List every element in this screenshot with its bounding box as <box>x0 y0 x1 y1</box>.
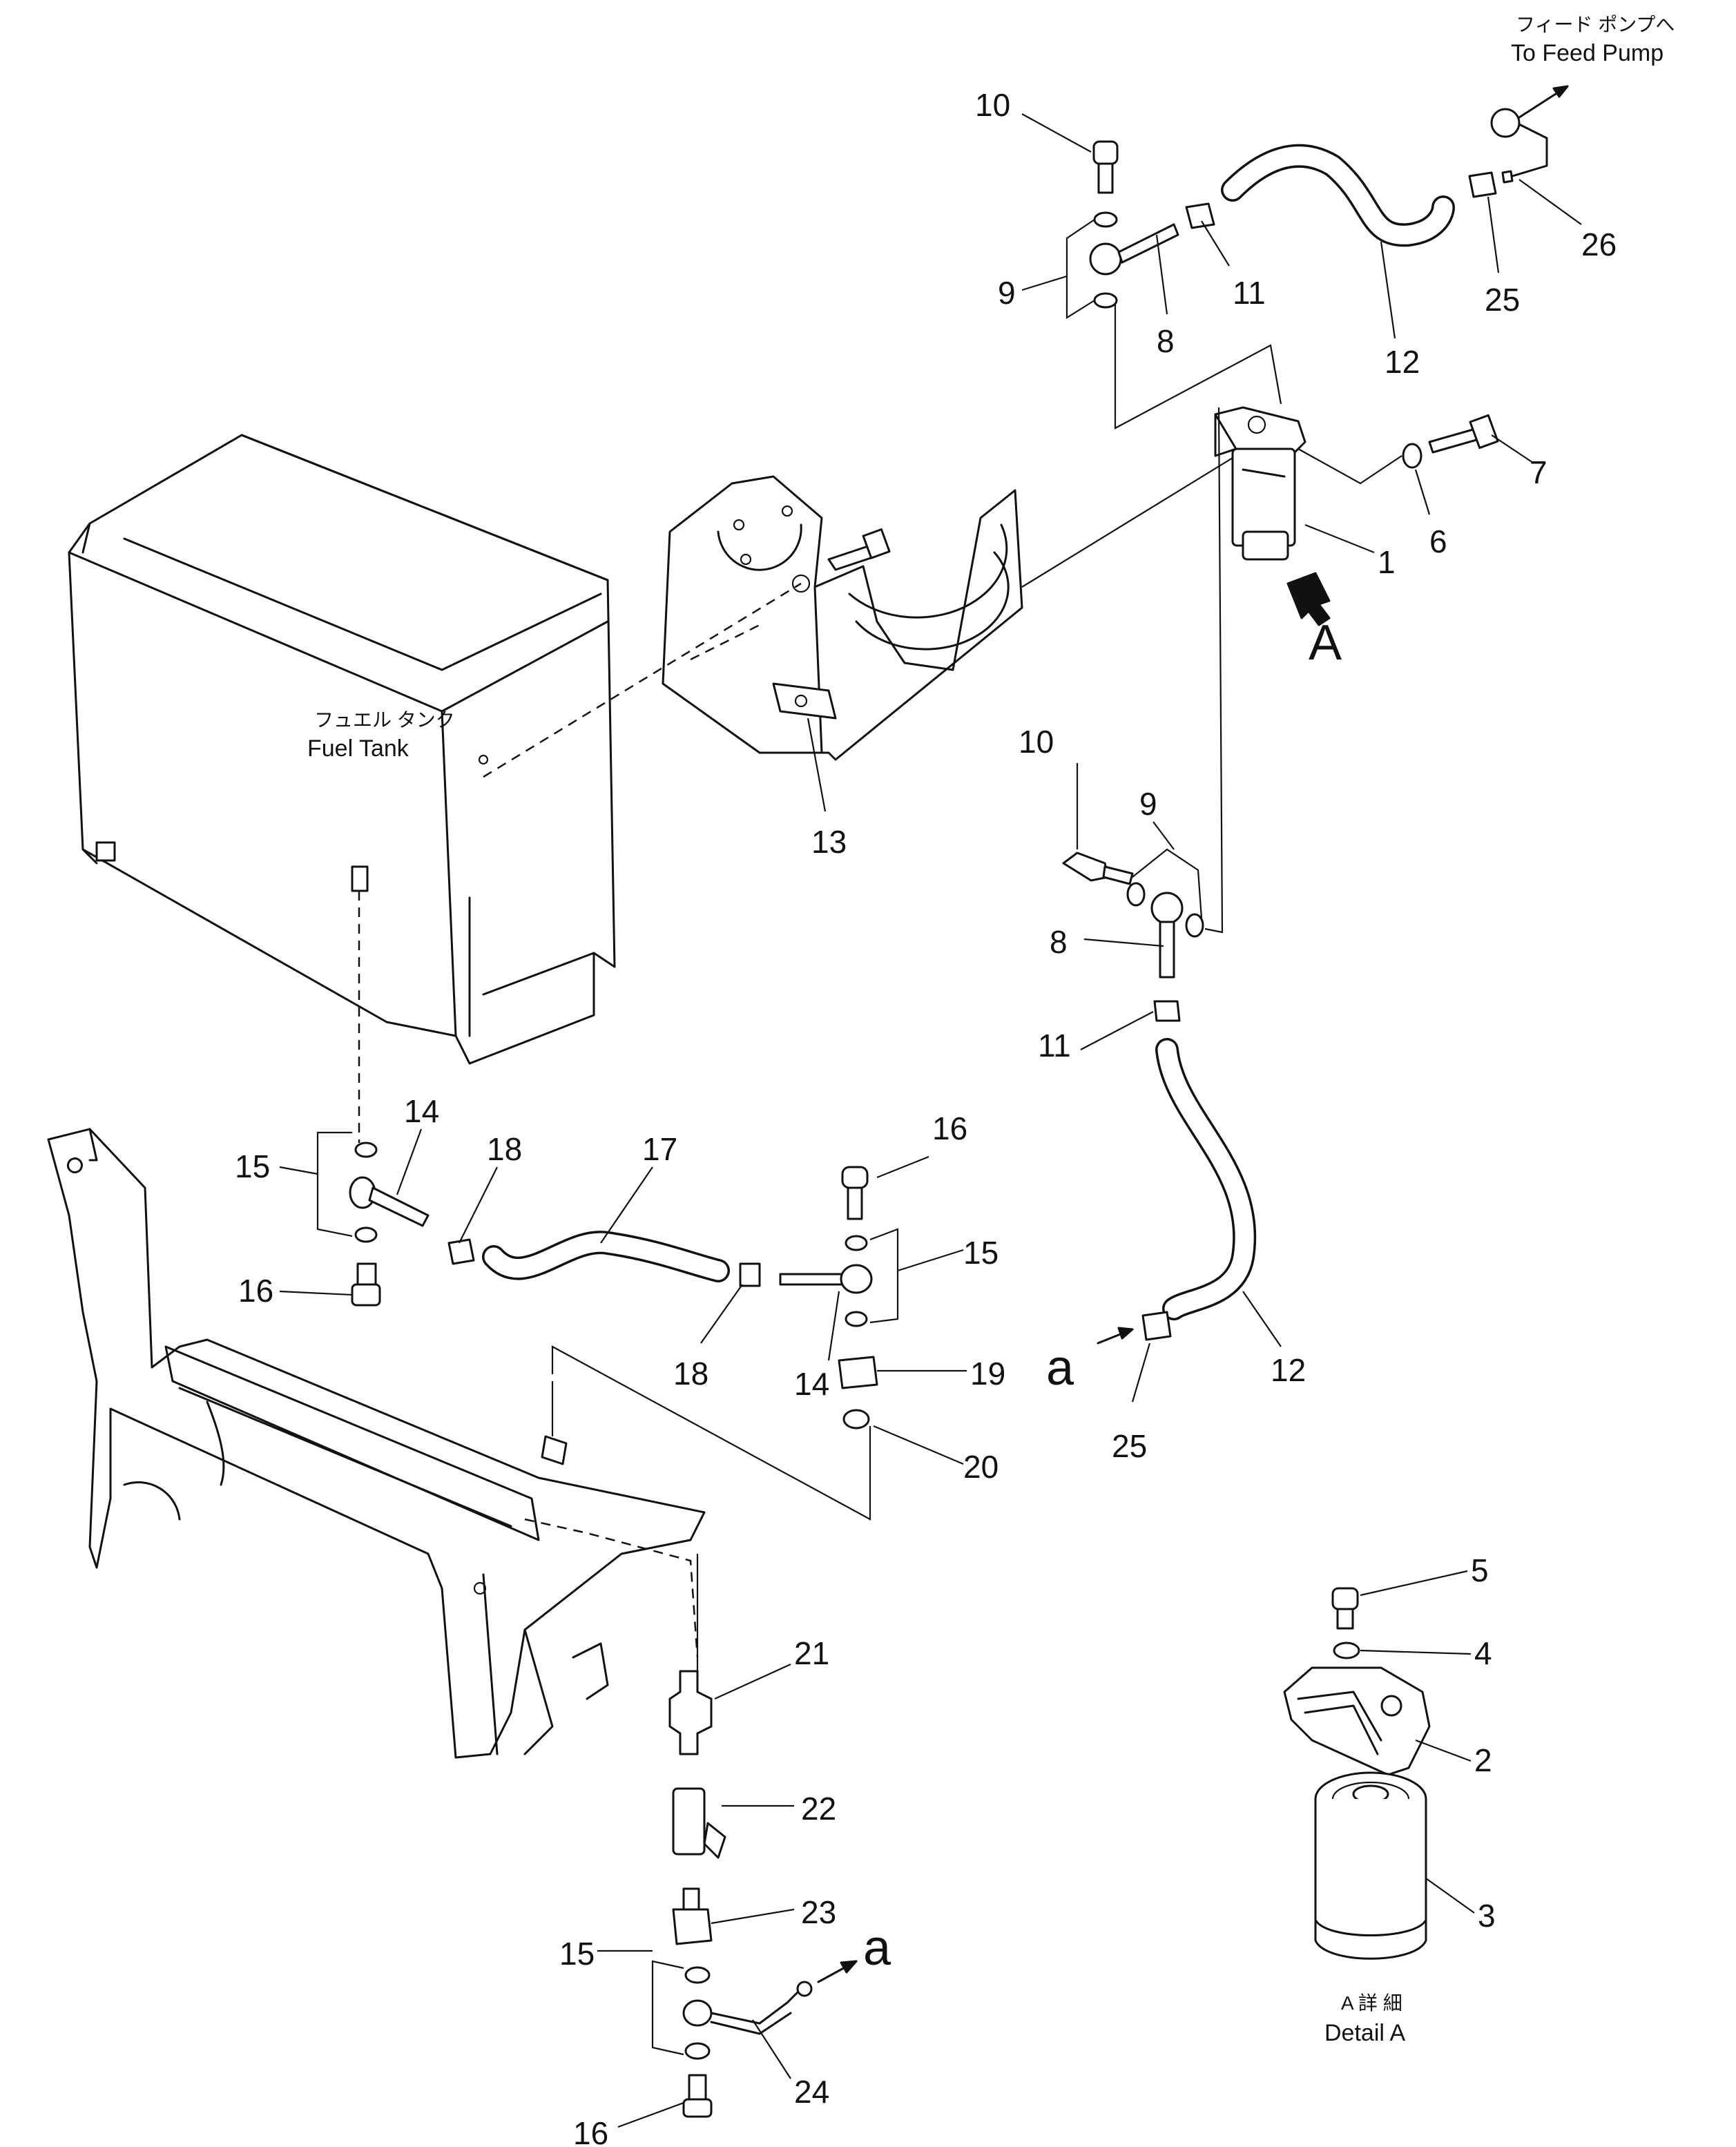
connection-a-left: a <box>1046 1340 1074 1396</box>
view-arrow-label: A <box>1309 615 1342 671</box>
line-bracket-filter <box>1021 455 1237 588</box>
callout-18-right: 18 <box>673 1356 708 1392</box>
callout-16-left: 16 <box>238 1273 273 1309</box>
dash-tank-bracket-1 <box>483 582 802 778</box>
detail-label-en: Detail A <box>1324 2020 1405 2046</box>
callout-14-right: 14 <box>794 1366 829 1402</box>
callout-3: 3 <box>1478 1898 1496 1934</box>
callout-11-mid: 11 <box>1038 1028 1071 1063</box>
callout-15-left: 15 <box>235 1148 270 1184</box>
callout-10-top: 10 <box>975 87 1010 123</box>
callout-25-mid: 25 <box>1112 1428 1147 1464</box>
callout-18-left: 18 <box>487 1131 522 1167</box>
fuel-tank-label-jp: フュエル タンク <box>314 709 455 731</box>
callout-14-left: 14 <box>404 1093 439 1129</box>
callout-15-right: 15 <box>963 1235 999 1271</box>
connection-a-bottom: a <box>863 1920 891 1976</box>
detail-label-jp: A 詳 細 <box>1341 1992 1402 2014</box>
callout-21: 21 <box>794 1635 829 1671</box>
leader-lines <box>279 113 1582 2128</box>
callout-22: 22 <box>801 1791 836 1827</box>
callout-16-mid: 16 <box>932 1110 967 1146</box>
detail-a: A 詳 細 Detail A <box>1283 1587 1431 2046</box>
callout-12-mid: 12 <box>1271 1352 1306 1388</box>
callout-17: 17 <box>642 1131 677 1167</box>
callout-26: 26 <box>1581 227 1617 262</box>
callout-12-top: 12 <box>1385 344 1420 380</box>
feed-pump-label-en: To Feed Pump <box>1511 40 1663 66</box>
callout-8-mid: 8 <box>1050 924 1068 960</box>
fuel-filter <box>1214 406 1306 561</box>
callout-6: 6 <box>1429 523 1447 559</box>
fuel-tank-label-en: Fuel Tank <box>307 735 409 762</box>
callout-8-top: 8 <box>1157 323 1175 359</box>
drain-assembly: a <box>651 1554 891 2118</box>
callout-23: 23 <box>801 1894 836 1930</box>
dash-tank-bracket-2 <box>690 624 760 661</box>
callout-24: 24 <box>794 2074 829 2110</box>
callout-2: 2 <box>1474 1742 1492 1778</box>
mid-hose-assembly: a <box>1046 407 1257 1396</box>
callout-5: 5 <box>1471 1552 1489 1588</box>
callout-15-bottom: 15 <box>559 1936 595 1972</box>
callout-4: 4 <box>1474 1635 1492 1671</box>
callout-1: 1 <box>1378 544 1396 580</box>
upper-hose-assembly <box>1065 85 1569 485</box>
feed-pump-label-jp: フィード ポンプへ <box>1516 14 1675 35</box>
view-arrow-a: A <box>1286 572 1342 671</box>
callout-9-mid: 9 <box>1139 786 1157 822</box>
callout-9-top: 9 <box>998 275 1016 311</box>
lower-hose-assembly <box>316 865 899 1521</box>
callout-16-bottom: 16 <box>573 2115 608 2147</box>
callout-20: 20 <box>963 1449 999 1485</box>
callout-7: 7 <box>1530 454 1547 490</box>
callout-numbers: 10 9 8 11 12 25 26 7 6 1 13 10 9 8 11 12… <box>235 87 1617 2147</box>
callout-13: 13 <box>811 824 847 860</box>
filter-bracket <box>662 475 1023 761</box>
callout-25-top: 25 <box>1485 282 1520 318</box>
callout-19: 19 <box>970 1356 1005 1392</box>
fuel-tank: フュエル タンク Fuel Tank <box>68 434 682 1065</box>
frame <box>47 1128 706 1759</box>
callout-11-top: 11 <box>1233 275 1266 311</box>
callout-10-mid: 10 <box>1019 724 1054 760</box>
